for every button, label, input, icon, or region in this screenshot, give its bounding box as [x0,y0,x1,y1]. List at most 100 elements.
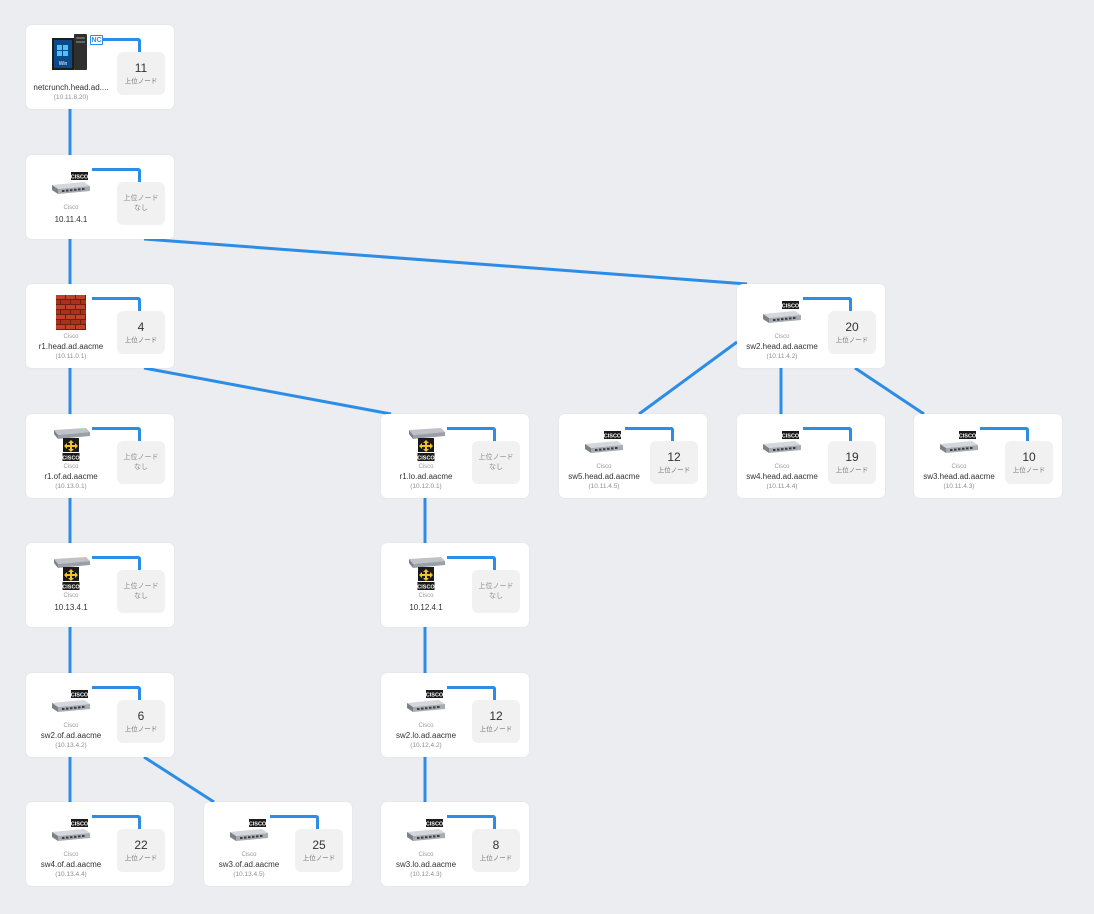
device-node-n7[interactable]: CISCO Cisco sw4.of.ad.aacme (10.13.4.4) … [26,802,174,886]
device-ip: (10.13.0.1) [55,483,87,490]
device-node-n12[interactable]: CISCO Cisco sw3.lo.ad.aacme (10.12.4.3) … [381,802,529,886]
device-node-n3[interactable]: Cisco r1.head.ad.aacme (10.11.0.1) 4 上位ノ… [26,284,174,368]
cisco-switch-icon: CISCO [228,810,270,850]
device-ip: (10.11.0.1) [55,353,87,360]
upper-node-label: 上位ノード [479,726,513,733]
upper-node-label: 上位ノードなし [123,453,159,471]
device-name: sw4.head.ad.aacme [746,472,818,481]
link-bracket [92,297,141,311]
upper-node-counter[interactable]: 10 上位ノード [1005,441,1053,484]
device-name: 10.13.4.1 [54,603,88,612]
upper-node-counter[interactable]: 上位ノードなし [472,441,520,484]
vendor-label: Cisco [63,852,79,858]
device-node-n15[interactable]: CISCO Cisco sw4.head.ad.aacme (10.11.4.4… [737,414,885,498]
device-node-n1[interactable]: Win netcrunch.head.ad.... (10.11.8.20) 1… [26,25,174,109]
svg-text:CISCO: CISCO [71,692,89,698]
link-n3-n9[interactable] [143,366,392,416]
svg-text:CISCO: CISCO [959,433,977,439]
upper-node-counter[interactable]: 20 上位ノード [828,311,876,354]
upper-node-counter[interactable]: 12 上位ノード [472,700,520,743]
upper-node-counter[interactable]: 11 上位ノード [117,52,165,95]
firewall-icon [50,292,92,332]
upper-node-count: 22 [134,838,148,852]
cisco-switch-icon: CISCO [50,810,92,850]
cisco-switch-icon: CISCO [938,422,980,462]
device-ip: (10.12.4.3) [410,871,442,878]
upper-node-counter[interactable]: 19 上位ノード [828,441,876,484]
upper-node-counter[interactable]: 上位ノードなし [472,570,520,613]
device-node-n10[interactable]: CISCO Cisco 10.12.4.1 上位ノードなし [381,543,529,627]
device-name: sw4.of.ad.aacme [40,860,102,869]
device-ip: (10.11.4.2) [766,353,798,360]
upper-node-counter[interactable]: 12 上位ノード [650,441,698,484]
link-n13-n14[interactable] [638,340,738,416]
device-name: r1.head.ad.aacme [38,342,104,351]
device-node-n6[interactable]: CISCO Cisco sw2.of.ad.aacme (10.13.4.2) … [26,673,174,757]
device-name: sw2.head.ad.aacme [746,342,818,351]
cisco-router-icon: CISCO [50,422,92,462]
device-name: sw3.of.ad.aacme [218,860,280,869]
device-ip: (10.13.4.5) [233,871,265,878]
upper-node-counter[interactable]: 上位ノードなし [117,570,165,613]
cisco-switch-icon: CISCO [761,292,803,332]
link-n6-n8[interactable] [143,755,215,804]
vendor-label: Cisco [774,464,790,470]
device-node-n13[interactable]: CISCO Cisco sw2.head.ad.aacme (10.11.4.2… [737,284,885,368]
device-node-n4[interactable]: CISCO Cisco r1.of.ad.aacme (10.13.0.1) 上… [26,414,174,498]
svg-text:CISCO: CISCO [249,821,267,827]
svg-text:CISCO: CISCO [71,174,89,180]
cisco-switch-icon: CISCO [50,681,92,721]
upper-node-counter[interactable]: 上位ノードなし [117,441,165,484]
upper-node-counter[interactable]: 25 上位ノード [295,829,343,872]
link-n2-n13[interactable] [143,237,748,286]
device-ip: (10.13.4.2) [55,742,87,749]
link-bracket [803,297,852,311]
vendor-label: Cisco [418,593,434,599]
upper-node-label: 上位ノード [835,467,869,474]
upper-node-count: 20 [845,320,859,334]
upper-node-label: 上位ノード [835,337,869,344]
device-node-n11[interactable]: CISCO Cisco sw2.lo.ad.aacme (10.12.4.2) … [381,673,529,757]
vendor-label: Cisco [418,464,434,470]
cisco-router-icon: CISCO [50,551,92,591]
device-ip: (10.11.4.3) [943,483,975,490]
upper-node-counter[interactable]: 6 上位ノード [117,700,165,743]
device-name: 10.11.4.1 [54,215,88,224]
upper-node-count: 11 [134,61,148,75]
vendor-label: Cisco [63,593,79,599]
upper-node-count: 8 [492,838,500,852]
device-ip: (10.13.4.4) [55,871,87,878]
svg-text:CISCO: CISCO [604,433,622,439]
vendor-label: Cisco [774,334,790,340]
link-bracket [102,38,141,52]
windows-server-icon: Win [50,33,92,73]
upper-node-count: 25 [312,838,326,852]
upper-node-counter[interactable]: 22 上位ノード [117,829,165,872]
device-node-n9[interactable]: CISCO Cisco r1.lo.ad.aacme (10.12.0.1) 上… [381,414,529,498]
device-ip: (10.11.4.5) [588,483,620,490]
device-ip: (10.11.8.20) [53,94,89,101]
vendor-label: Cisco [418,723,434,729]
device-node-n2[interactable]: CISCO Cisco 10.11.4.1 上位ノードなし [26,155,174,239]
device-ip: (10.12.0.1) [410,483,442,490]
upper-node-label: 上位ノードなし [123,582,159,600]
device-node-n8[interactable]: CISCO Cisco sw3.of.ad.aacme (10.13.4.5) … [204,802,352,886]
device-node-n16[interactable]: CISCO Cisco sw3.head.ad.aacme (10.11.4.3… [914,414,1062,498]
device-node-n14[interactable]: CISCO Cisco sw5.head.ad.aacme (10.11.4.5… [559,414,707,498]
link-bracket [803,427,852,441]
upper-node-counter[interactable]: 8 上位ノード [472,829,520,872]
device-node-n5[interactable]: CISCO Cisco 10.13.4.1 上位ノードなし [26,543,174,627]
vendor-label: Cisco [63,464,79,470]
upper-node-counter[interactable]: 上位ノードなし [117,182,165,225]
vendor-label: Cisco [63,334,79,340]
link-n13-n16[interactable] [854,366,925,416]
svg-text:CISCO: CISCO [417,584,435,590]
upper-node-label: 上位ノード [302,855,336,862]
upper-node-label: 上位ノードなし [478,453,514,471]
upper-node-counter[interactable]: 4 上位ノード [117,311,165,354]
link-bracket [980,427,1029,441]
upper-node-count: 12 [667,450,681,464]
cisco-switch-icon: CISCO [50,163,92,203]
